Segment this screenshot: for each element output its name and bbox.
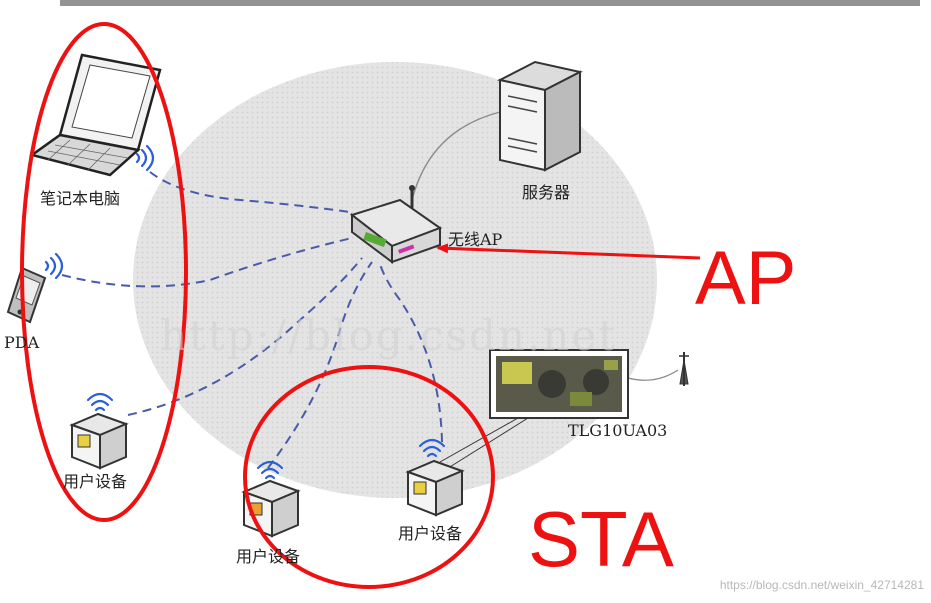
cutoff-text-line <box>60 0 920 6</box>
link-right-device-ap <box>379 263 443 443</box>
label-pda: PDA <box>4 333 40 352</box>
ap-router-icon <box>349 185 443 264</box>
laptop-icon <box>29 53 162 177</box>
highlight-ellipse-bottom <box>243 365 495 589</box>
cable-board-device-a <box>439 417 519 463</box>
user-device-bottom-icon <box>241 479 301 538</box>
label-device-right: 用户设备 <box>398 524 462 543</box>
label-board: TLG10UA03 <box>568 421 667 440</box>
label-device-left: 用户设备 <box>63 472 127 491</box>
label-device-bottom: 用户设备 <box>236 547 300 566</box>
cable-board-antenna <box>627 369 679 381</box>
board-antenna-icon <box>679 352 689 386</box>
wifi-signal-bottom-device-icon <box>256 460 284 480</box>
wifi-signal-pda-icon <box>44 252 64 280</box>
highlight-ellipse-left <box>20 22 188 522</box>
server-icon <box>497 60 583 172</box>
watermark-corner: https://blog.csdn.net/weixin_42714281 <box>720 578 924 592</box>
link-pda-ap <box>61 237 353 288</box>
annotation-ap: AP <box>695 236 796 321</box>
link-laptop-ap <box>149 171 351 213</box>
wifi-signal-right-device-icon <box>418 438 446 458</box>
user-device-left-icon <box>69 412 129 470</box>
pda-icon <box>6 266 47 324</box>
label-server: 服务器 <box>522 183 570 202</box>
annotation-sta: STA <box>528 495 674 583</box>
user-device-right-icon <box>405 459 465 517</box>
cable-ap-server <box>411 111 501 201</box>
watermark-center: http://blog.csdn.net <box>160 311 617 360</box>
wifi-signal-left-device-icon <box>86 392 114 412</box>
circuit-board-icon <box>489 349 629 419</box>
wifi-signal-laptop-icon <box>135 144 155 172</box>
ap-arrow <box>436 243 701 260</box>
label-ap: 无线AP <box>448 230 503 249</box>
label-laptop: 笔记本电脑 <box>40 189 120 208</box>
